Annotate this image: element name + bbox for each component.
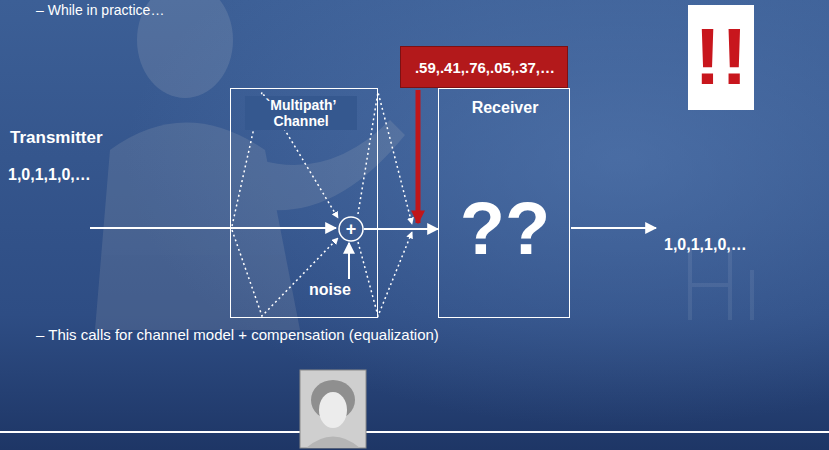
node-title: Receiver (439, 99, 571, 117)
signal-arrow (364, 228, 438, 230)
output-arrow (571, 227, 656, 229)
pointer-arrow (416, 90, 421, 223)
receiver-box: Receiver?? (438, 88, 570, 318)
adder-circle: + (338, 216, 364, 242)
node-title: `Multipath’ Channel (245, 96, 357, 130)
input-arrow (90, 227, 336, 229)
intro-line: – While in practice… (36, 2, 164, 18)
footer-rule (0, 431, 829, 433)
lecturer-photo (95, 0, 405, 330)
transmitter-label: Transmitter (10, 128, 103, 148)
alert-box: !! (688, 5, 754, 110)
conclusion-line: – This calls for channel model + compens… (36, 326, 439, 343)
adder-ring (339, 217, 363, 241)
chalk-writing (690, 250, 752, 320)
sample-values-box: .59,.41,.76,.05,.37,… (400, 46, 568, 88)
node-title: + (338, 220, 364, 238)
portrait-photo (300, 370, 366, 448)
output-bits: 1,0,1,1,0,… (664, 236, 747, 254)
multipath-rays (232, 92, 412, 316)
noise-arrow (348, 243, 350, 279)
node-body: ?? (439, 190, 571, 268)
noise-label: noise (309, 281, 351, 299)
node-title: .59,.41,.76,.05,.37,… (401, 59, 569, 76)
channel-box: + `Multipath’ Channel (230, 88, 378, 318)
input-bits: 1,0,1,1,0,… (8, 166, 91, 184)
node-title: !! (688, 15, 754, 99)
